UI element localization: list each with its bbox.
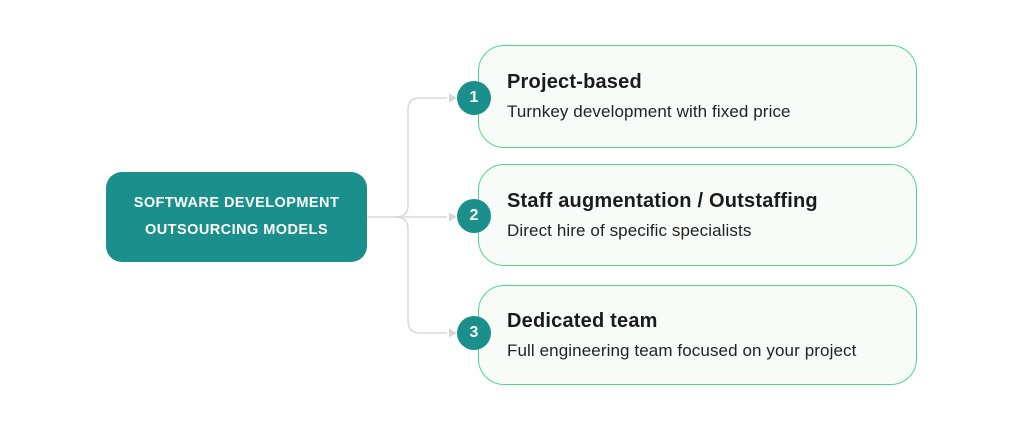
arrowhead-top-icon bbox=[449, 93, 457, 103]
root-label-line-1: SOFTWARE DEVELOPMENT bbox=[133, 195, 340, 211]
step-number: 2 bbox=[469, 207, 479, 224]
step-number-badge: 1 bbox=[457, 81, 491, 115]
root-node: SOFTWARE DEVELOPMENT OUTSOURCING MODELS bbox=[106, 172, 367, 262]
step-number: 1 bbox=[469, 89, 479, 106]
card-description: Direct hire of specific specialists bbox=[507, 220, 752, 240]
root-label-line-2: OUTSOURCING MODELS bbox=[145, 222, 328, 238]
model-card-project-based: Project-based Turnkey development with f… bbox=[478, 45, 917, 148]
card-description: Turnkey development with fixed price bbox=[507, 102, 791, 122]
card-title: Staff augmentation / Outstaffing bbox=[507, 189, 818, 212]
model-card-dedicated-team: Dedicated team Full engineering team foc… bbox=[478, 285, 917, 385]
card-title: Dedicated team bbox=[507, 309, 658, 332]
step-number-badge: 3 bbox=[457, 316, 491, 350]
connector-top bbox=[395, 97, 447, 218]
connector-bottom bbox=[395, 216, 447, 334]
arrowhead-bottom-icon bbox=[449, 328, 457, 338]
model-card-staff-augmentation: Staff augmentation / Outstaffing Direct … bbox=[478, 164, 917, 266]
card-description: Full engineering team focused on your pr… bbox=[507, 340, 857, 360]
arrowhead-middle-icon bbox=[449, 212, 457, 222]
step-number: 3 bbox=[469, 324, 479, 341]
step-number-badge: 2 bbox=[457, 199, 491, 233]
card-title: Project-based bbox=[507, 71, 642, 94]
